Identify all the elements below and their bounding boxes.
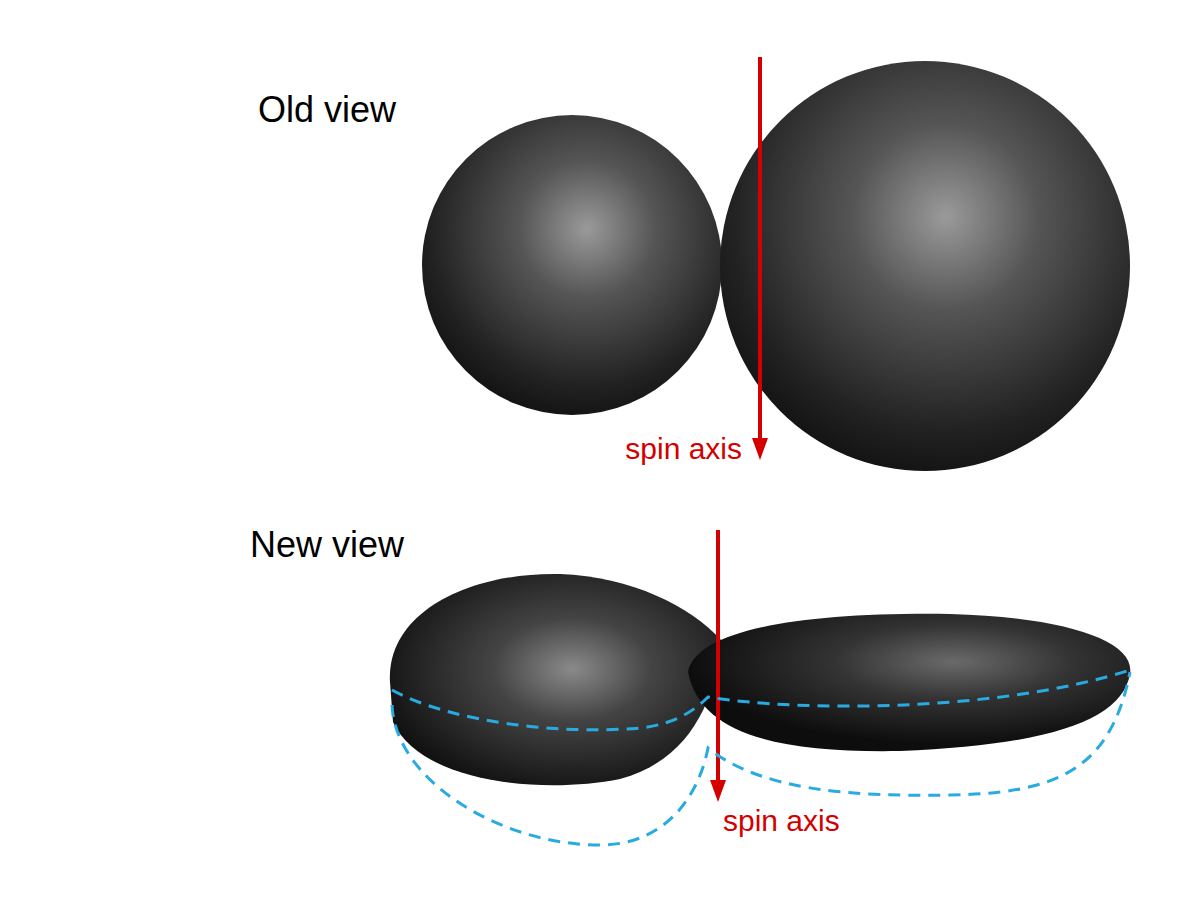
- dashed-outline: [392, 672, 1130, 845]
- axis-label: spin axis: [723, 804, 840, 837]
- dashed-outline: [392, 670, 1130, 730]
- spin-axis-head: [710, 780, 726, 802]
- large-sphere: [720, 61, 1130, 471]
- large-lobe: [688, 614, 1130, 751]
- view-title: Old view: [258, 90, 396, 130]
- small-lobe: [390, 574, 721, 785]
- spin-axis-head: [752, 438, 768, 460]
- small-sphere: [422, 115, 722, 415]
- spin-axis-line: [758, 57, 762, 440]
- axis-label: spin axis: [625, 432, 742, 465]
- spin-axis-line: [716, 530, 720, 782]
- view-title: New view: [250, 525, 404, 565]
